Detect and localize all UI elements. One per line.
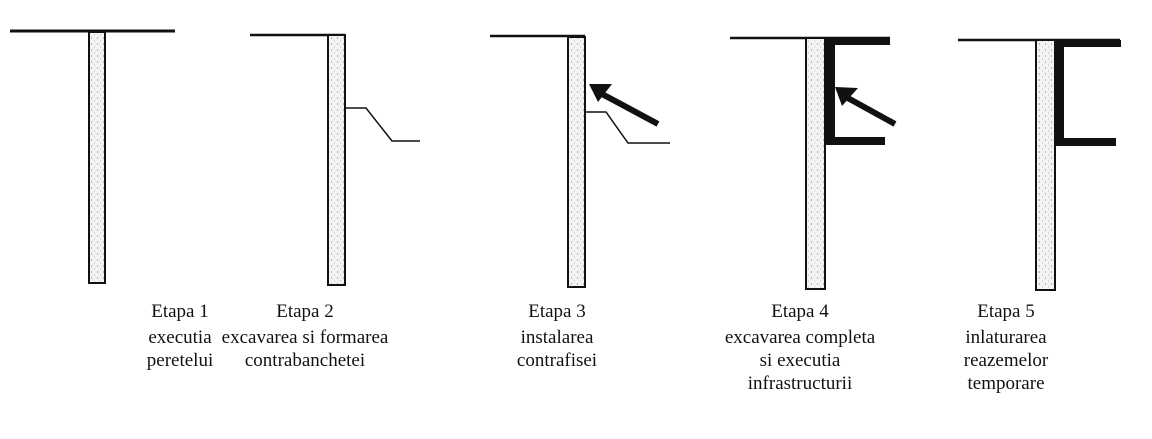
diaphragm-wall xyxy=(88,31,106,284)
stage-2-drawing xyxy=(250,33,420,286)
stage-title: Etapa 4 xyxy=(771,301,829,322)
stage-description: infrastructurii xyxy=(747,373,853,394)
stage-title: Etapa 2 xyxy=(276,301,334,322)
stage-2-caption: Etapa 2 excavarea si formarea contrabanc… xyxy=(185,300,425,372)
stage-4-caption: Etapa 4 excavarea completa si executia i… xyxy=(680,300,920,395)
stage-description: excavarea completa xyxy=(724,327,876,348)
stage-description: excavarea si formarea xyxy=(221,327,389,348)
berm-profile xyxy=(585,111,670,144)
diaphragm-wall xyxy=(1035,39,1056,291)
stage-description: contrabanchetei xyxy=(244,350,366,371)
stage-title: Etapa 1 xyxy=(151,301,209,322)
stage-title: Etapa 5 xyxy=(977,301,1035,322)
stage-5-drawing xyxy=(958,38,1121,291)
diaphragm-wall xyxy=(327,34,346,286)
stage-title: Etapa 3 xyxy=(528,301,586,322)
stage-4-drawing xyxy=(730,36,897,290)
stage-description: reazemelor xyxy=(963,350,1049,371)
diaphragm-wall xyxy=(805,37,826,290)
stage-description: contrafisei xyxy=(516,350,598,371)
stage-description: executia xyxy=(148,327,212,348)
berm-profile xyxy=(345,107,420,142)
infrastructure-slab xyxy=(1056,40,1121,146)
stage-description: peretelui xyxy=(146,350,214,371)
strut-arrow-icon xyxy=(589,84,660,127)
diaphragm-wall xyxy=(567,36,586,288)
strut-arrow-icon xyxy=(835,87,897,127)
infrastructure-slab xyxy=(826,38,890,145)
stage-description: si executia xyxy=(759,350,841,371)
stage-1-drawing xyxy=(10,29,175,284)
stage-1-caption: Etapa 1 executia peretelui xyxy=(60,300,300,372)
stage-description: inlaturarea xyxy=(965,327,1047,348)
stage-5-caption: Etapa 5 inlaturarea reazemelor temporare xyxy=(886,300,1126,395)
stage-3-drawing xyxy=(490,34,670,288)
stage-3-caption: Etapa 3 instalarea contrafisei xyxy=(437,300,677,372)
stage-description: instalarea xyxy=(520,327,594,348)
stage-description: temporare xyxy=(967,373,1045,394)
